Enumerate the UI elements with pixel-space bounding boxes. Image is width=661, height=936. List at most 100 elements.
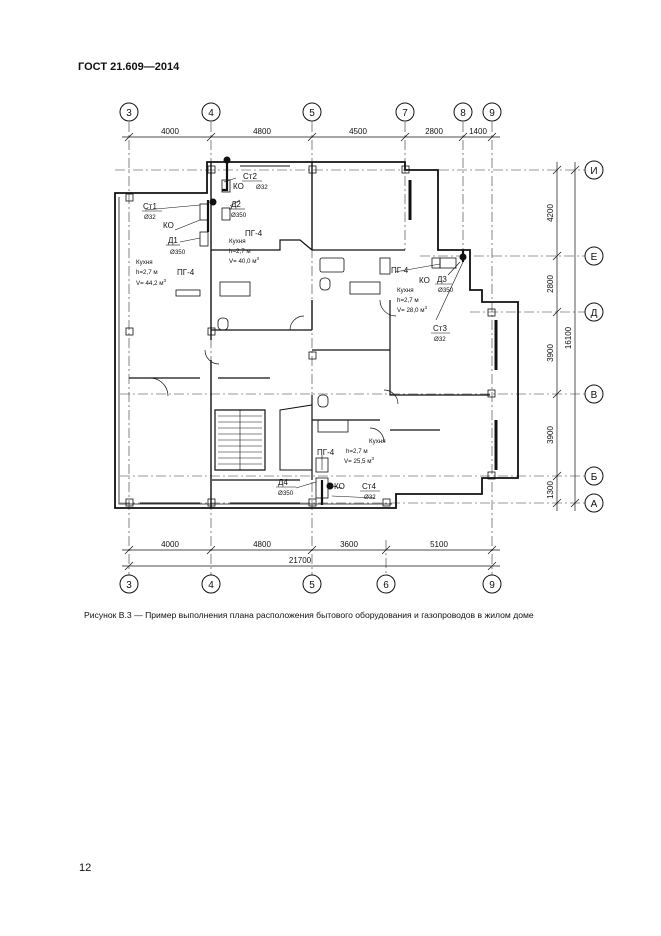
axis-marker (201, 102, 221, 122)
dimension-text: 1400 (469, 127, 487, 136)
flue-label-d3: Д3 (437, 275, 447, 284)
axis-marker (395, 102, 415, 122)
riser-label-st1: Ст1 (143, 202, 157, 211)
dimension-total: 21700 (289, 556, 312, 565)
kitchen-name: Кухня (397, 287, 414, 294)
valve-label-ko3: КО (419, 276, 430, 285)
riser-diameter: Ø32 (256, 184, 268, 191)
valve-label-ko4: КО (334, 482, 345, 491)
axis-marker (584, 493, 604, 513)
riser-diameter: Ø32 (364, 494, 376, 501)
axis-label: 4 (208, 108, 214, 119)
flue-diameter: Ø350 (278, 490, 294, 497)
kitchen-height: h=2,7 м (346, 448, 368, 455)
axis-label: Б (591, 472, 598, 483)
kitchen-volume: V= 28,0 м3 (397, 305, 427, 314)
kitchen-height: h=2,7 м (229, 248, 251, 255)
annotations: Ст1 Ø32 КО Д1 Ø350 ПГ-4 Кухня h=2,7 м V=… (136, 172, 454, 501)
kitchen-height: h=2,7 м (397, 297, 419, 304)
figure-caption: Рисунок В.3 — Пример выполнения плана ра… (84, 610, 534, 620)
axis-marker (482, 574, 502, 594)
riser-diameter: Ø32 (434, 336, 446, 343)
flue-diameter: Ø350 (438, 287, 454, 294)
dimension-text: 4800 (253, 540, 271, 549)
axis-marker (584, 466, 604, 486)
gas-riser-icon (459, 253, 467, 261)
axis-label: 5 (309, 108, 315, 119)
axis-label: 3 (126, 108, 132, 119)
kitchen-volume: V= 40,0 м3 (229, 256, 259, 265)
stove-label-pg1: ПГ-4 (177, 268, 195, 277)
dimension-text: 3600 (340, 540, 358, 549)
grid-lines (115, 122, 585, 575)
dimension-text: 4000 (161, 127, 179, 136)
kitchen-name: Кухня (136, 259, 153, 266)
axis-marker (376, 574, 396, 594)
axis-label: 7 (402, 108, 408, 119)
floor-plan-drawing: 3 4 5 7 8 9 3 4 5 6 9 И Е Д В Б А (114, 102, 604, 594)
dimension-text: 4500 (349, 127, 367, 136)
axis-marker (453, 102, 473, 122)
flue-label-d2: Д2 (231, 200, 241, 209)
kitchen-name: Кухня (229, 238, 246, 245)
axis-label: Е (591, 252, 598, 263)
stove-label-pg3: ПГ-4 (391, 266, 409, 275)
dimension-text: 1300 (546, 481, 555, 499)
axis-marker (482, 102, 502, 122)
dimension-lines (122, 132, 580, 571)
gas-pipes (144, 156, 467, 505)
axis-marker (119, 102, 139, 122)
riser-diameter: Ø32 (144, 214, 156, 221)
dimension-text: 2800 (425, 127, 443, 136)
axis-marker (584, 302, 604, 322)
flue-diameter: Ø350 (231, 212, 247, 219)
axis-marker (302, 574, 322, 594)
flue-label-d1: Д1 (168, 236, 178, 245)
kitchen-volume: V= 44,2 м3 (136, 278, 166, 287)
stove-label-pg4: ПГ-4 (317, 448, 335, 457)
riser-label-st4: Ст4 (362, 482, 376, 491)
dimension-text: 4000 (161, 540, 179, 549)
building-walls (114, 161, 519, 509)
axis-label: И (590, 166, 597, 177)
dimension-text: 5100 (430, 540, 448, 549)
kitchen-name: Кухня (369, 438, 386, 445)
valve-label-ko1: КО (163, 221, 174, 230)
axis-marker (302, 102, 322, 122)
axis-label: 9 (489, 108, 495, 119)
axis-marker (119, 574, 139, 594)
axis-label: 9 (489, 580, 495, 591)
axis-label: А (591, 499, 598, 510)
valve-label-ko2: КО (233, 182, 244, 191)
axis-label: 8 (460, 108, 466, 119)
axis-marker (584, 160, 604, 180)
flue-diameter: Ø350 (170, 249, 186, 256)
kitchen-volume: V= 25,5 м3 (344, 456, 374, 465)
axis-markers-top (119, 102, 502, 122)
kitchen-height: h=2,7 м (136, 269, 158, 276)
axis-label: В (591, 390, 598, 401)
axis-label: 4 (208, 580, 214, 591)
axis-label: 5 (309, 580, 315, 591)
page-number: 12 (79, 862, 92, 874)
dimension-text: 4800 (253, 127, 271, 136)
axis-marker (584, 246, 604, 266)
dimension-text: 2800 (546, 275, 555, 293)
axis-marker (584, 384, 604, 404)
axis-markers-right (584, 160, 604, 513)
axis-markers-bottom (119, 574, 502, 594)
riser-label-st3: Ст3 (433, 324, 447, 333)
dimension-text: 3900 (546, 344, 555, 362)
axis-label: 3 (126, 580, 132, 591)
axis-marker (201, 574, 221, 594)
dimension-total: 16100 (564, 326, 573, 349)
dimension-text: 4200 (546, 204, 555, 222)
axis-label: 6 (383, 580, 389, 591)
document-header: ГОСТ 21.609—2014 (78, 61, 180, 73)
dimension-text: 3900 (546, 426, 555, 444)
riser-label-st2: Ст2 (243, 172, 257, 181)
gas-riser-icon (209, 198, 217, 206)
flue-label-d4: Д4 (278, 478, 288, 487)
axis-label: Д (591, 308, 598, 319)
gas-riser-icon (223, 156, 231, 164)
